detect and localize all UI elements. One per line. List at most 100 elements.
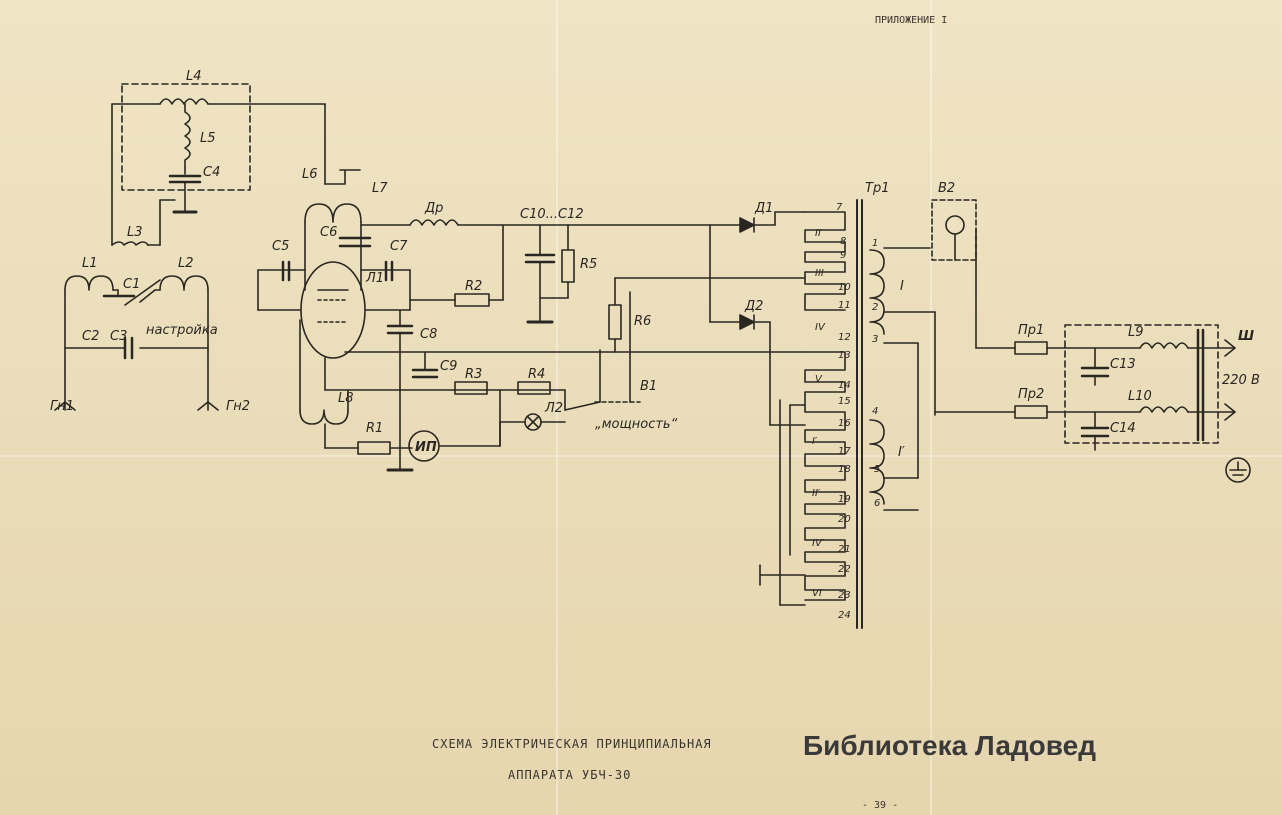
resistor-R5 — [561, 249, 575, 283]
terminal-number: 10 — [838, 282, 851, 293]
fold-line — [0, 455, 1282, 457]
label-L5: L5 — [200, 131, 216, 146]
terminal-number: 3 — [872, 334, 878, 345]
label-B2: B2 — [938, 181, 955, 196]
inductor-L8 — [299, 409, 349, 425]
label-B1: B1 — [640, 379, 657, 394]
tube-L1 — [300, 261, 366, 359]
shield-box — [121, 83, 251, 191]
label-R1: R1 — [366, 421, 383, 436]
label-L10: L10 — [1128, 389, 1152, 404]
winding-label: III — [815, 268, 824, 279]
caption-line-1: СХЕМА ЭЛЕКТРИЧЕСКАЯ ПРИНЦИПИАЛЬНАЯ — [432, 737, 712, 751]
label-L2: L2 — [178, 256, 194, 271]
caption-line-2: АППАРАТА УБЧ-30 — [508, 768, 632, 782]
coupling-L6 — [324, 169, 361, 185]
label-C4: C4 — [203, 165, 220, 180]
label-R3: R3 — [465, 367, 482, 382]
label-Gn2: Гн2 — [226, 399, 250, 414]
terminal-number: 4 — [872, 406, 878, 417]
terminal-number: 22 — [838, 564, 851, 575]
label-Tr1: Тр1 — [865, 181, 889, 196]
label-C13: C13 — [1110, 357, 1136, 372]
terminal-number: 11 — [838, 300, 851, 311]
watermark: Библиотека Ладовед — [803, 730, 1096, 761]
fuse-Pr1 — [1014, 341, 1048, 355]
terminal-number: 9 — [840, 250, 846, 261]
terminal-number: 8 — [840, 236, 846, 247]
terminal-number: 2 — [872, 302, 878, 313]
inductor-L1 — [64, 275, 114, 291]
diode-D1 — [739, 217, 755, 233]
antenna-Gn1 — [54, 401, 76, 411]
label-power: „мощность“ — [595, 417, 678, 432]
winding-label: I′ — [812, 436, 818, 447]
terminal-number: 19 — [838, 494, 851, 505]
label-Gn1: Гн1 — [50, 399, 74, 414]
plug-arrow — [1224, 339, 1236, 357]
inductor-L10 — [1139, 406, 1189, 413]
transformer-secondary — [804, 211, 846, 601]
resistor-R6 — [608, 304, 622, 340]
label-L7: L7 — [372, 181, 388, 196]
label-L9: L9 — [1128, 325, 1144, 340]
winding-label: V — [815, 374, 823, 385]
label-C3: C3 — [110, 329, 127, 344]
label-L8: L8 — [338, 391, 354, 406]
terminal-number: 6 — [874, 498, 880, 509]
label-C8: C8 — [420, 327, 437, 342]
terminal-number: 15 — [838, 396, 851, 407]
label-D2: Д2 — [744, 299, 763, 314]
winding-label: I′ — [898, 445, 905, 460]
terminal-number: 14 — [838, 380, 851, 391]
terminal-number: 5 — [874, 464, 880, 475]
label-IP: ИП — [415, 440, 437, 455]
label-R2: R2 — [465, 279, 482, 294]
label-C6: C6 — [320, 225, 337, 240]
label-C1: C1 — [123, 277, 140, 292]
label-lamp-L2: Л2 — [544, 401, 563, 416]
label-Pr1: Пр1 — [1018, 323, 1044, 338]
label-tuning: настройка — [146, 323, 218, 338]
antenna-Gn2 — [197, 401, 219, 411]
primary-winding-I — [869, 249, 885, 335]
label-Pr2: Пр2 — [1018, 387, 1044, 402]
fold-line — [556, 0, 558, 815]
ground-icon — [1225, 457, 1251, 483]
winding-label: II — [815, 228, 821, 239]
resistor-R4 — [517, 381, 551, 395]
terminal-number: 13 — [838, 350, 851, 361]
terminal-number: 21 — [838, 544, 851, 555]
label-mains: 220 В — [1222, 373, 1260, 388]
diode-D2 — [739, 314, 755, 330]
label-R4: R4 — [528, 367, 545, 382]
inductor-L4 — [159, 98, 209, 105]
switch-B2 — [931, 199, 977, 261]
label-L6: L6 — [302, 167, 318, 182]
fold-line — [930, 0, 932, 815]
terminal-number: 12 — [838, 332, 851, 343]
label-R6: R6 — [634, 314, 651, 329]
terminal-number: 17 — [838, 446, 851, 457]
label-C14: C14 — [1110, 421, 1136, 436]
label-tube-L1: Л1 — [365, 271, 384, 286]
page-number: - 39 - — [862, 800, 899, 811]
winding-label: IV′ — [812, 538, 825, 549]
label-C7: C7 — [390, 239, 408, 254]
fuse-Pr2 — [1014, 405, 1048, 419]
label-plug: Ш — [1238, 329, 1254, 344]
inductor-L5 — [184, 103, 191, 169]
choke-Dr — [409, 219, 459, 226]
inductor-L3 — [111, 241, 149, 246]
label-D1: Д1 — [754, 201, 773, 216]
label-C10-C12: C10...C12 — [520, 207, 584, 222]
winding-label: IV — [815, 322, 826, 333]
label-C2: C2 — [82, 329, 99, 344]
inductor-L2 — [159, 275, 209, 291]
primary-winding-I-prime — [869, 419, 885, 505]
resistor-R2 — [454, 293, 490, 307]
terminal-number: 24 — [838, 610, 851, 621]
winding-label: I — [900, 279, 904, 294]
winding-label: VI — [812, 588, 822, 599]
